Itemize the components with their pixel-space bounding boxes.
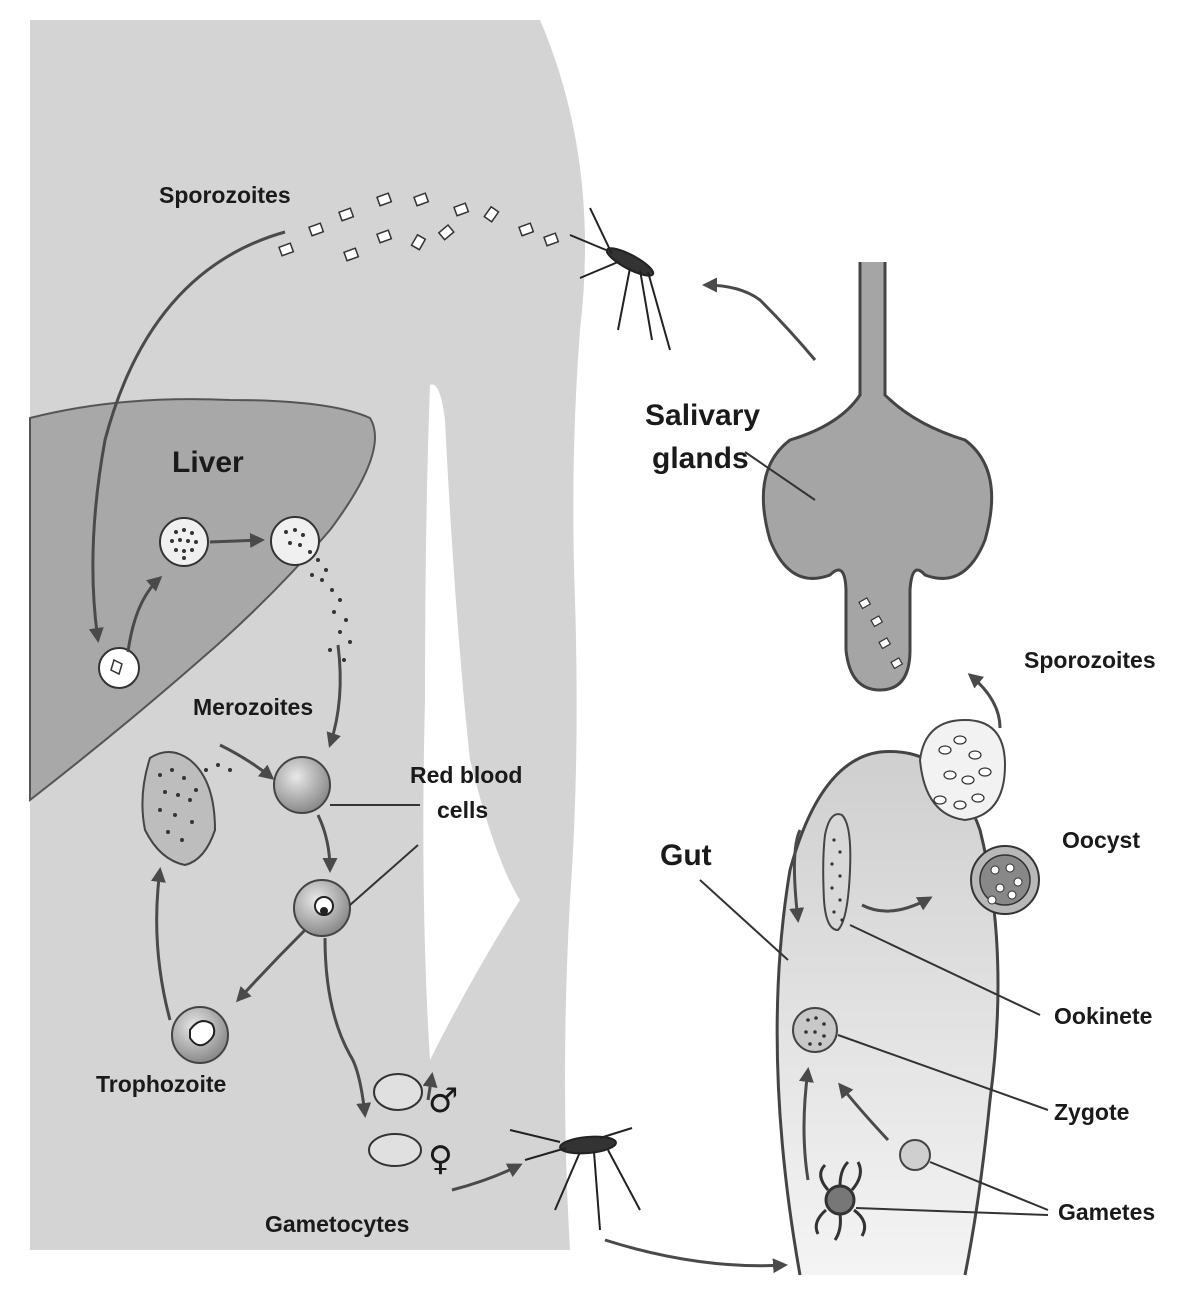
oocyst-inner bbox=[980, 855, 1030, 905]
ookinete bbox=[823, 814, 850, 930]
ring-stage-nucleus bbox=[320, 907, 328, 915]
label-red-blood-cells-1: Red blood bbox=[410, 762, 522, 788]
zygote bbox=[793, 1008, 837, 1052]
label-trophozoite: Trophozoite bbox=[96, 1071, 226, 1097]
label-ookinete: Ookinete bbox=[1054, 1003, 1152, 1029]
red-blood-cell bbox=[274, 757, 330, 813]
label-sporozoites-host: Sporozoites bbox=[159, 182, 291, 208]
label-oocyst: Oocyst bbox=[1062, 827, 1140, 853]
female-symbol: ♀ bbox=[428, 1139, 453, 1179]
male-symbol: ♂ bbox=[428, 1081, 458, 1121]
label-zygote: Zygote bbox=[1054, 1099, 1129, 1125]
female-gametocyte bbox=[369, 1134, 421, 1166]
label-gametocytes: Gametocytes bbox=[265, 1211, 409, 1237]
label-liver: Liver bbox=[172, 446, 244, 479]
salivary-gland bbox=[763, 262, 991, 690]
label-sporozoites-mosquito: Sporozoites bbox=[1024, 647, 1156, 673]
label-gametes: Gametes bbox=[1058, 1199, 1155, 1225]
label-salivary-glands-2: glands bbox=[652, 442, 749, 475]
label-salivary-glands-1: Salivary bbox=[645, 399, 760, 432]
female-gamete bbox=[900, 1140, 930, 1170]
label-merozoites: Merozoites bbox=[193, 694, 313, 720]
male-gametocyte bbox=[374, 1074, 422, 1110]
label-gut: Gut bbox=[660, 839, 712, 872]
bursting-schizont bbox=[271, 517, 319, 565]
label-red-blood-cells-2: cells bbox=[437, 797, 488, 823]
mosquito-top bbox=[570, 208, 670, 350]
